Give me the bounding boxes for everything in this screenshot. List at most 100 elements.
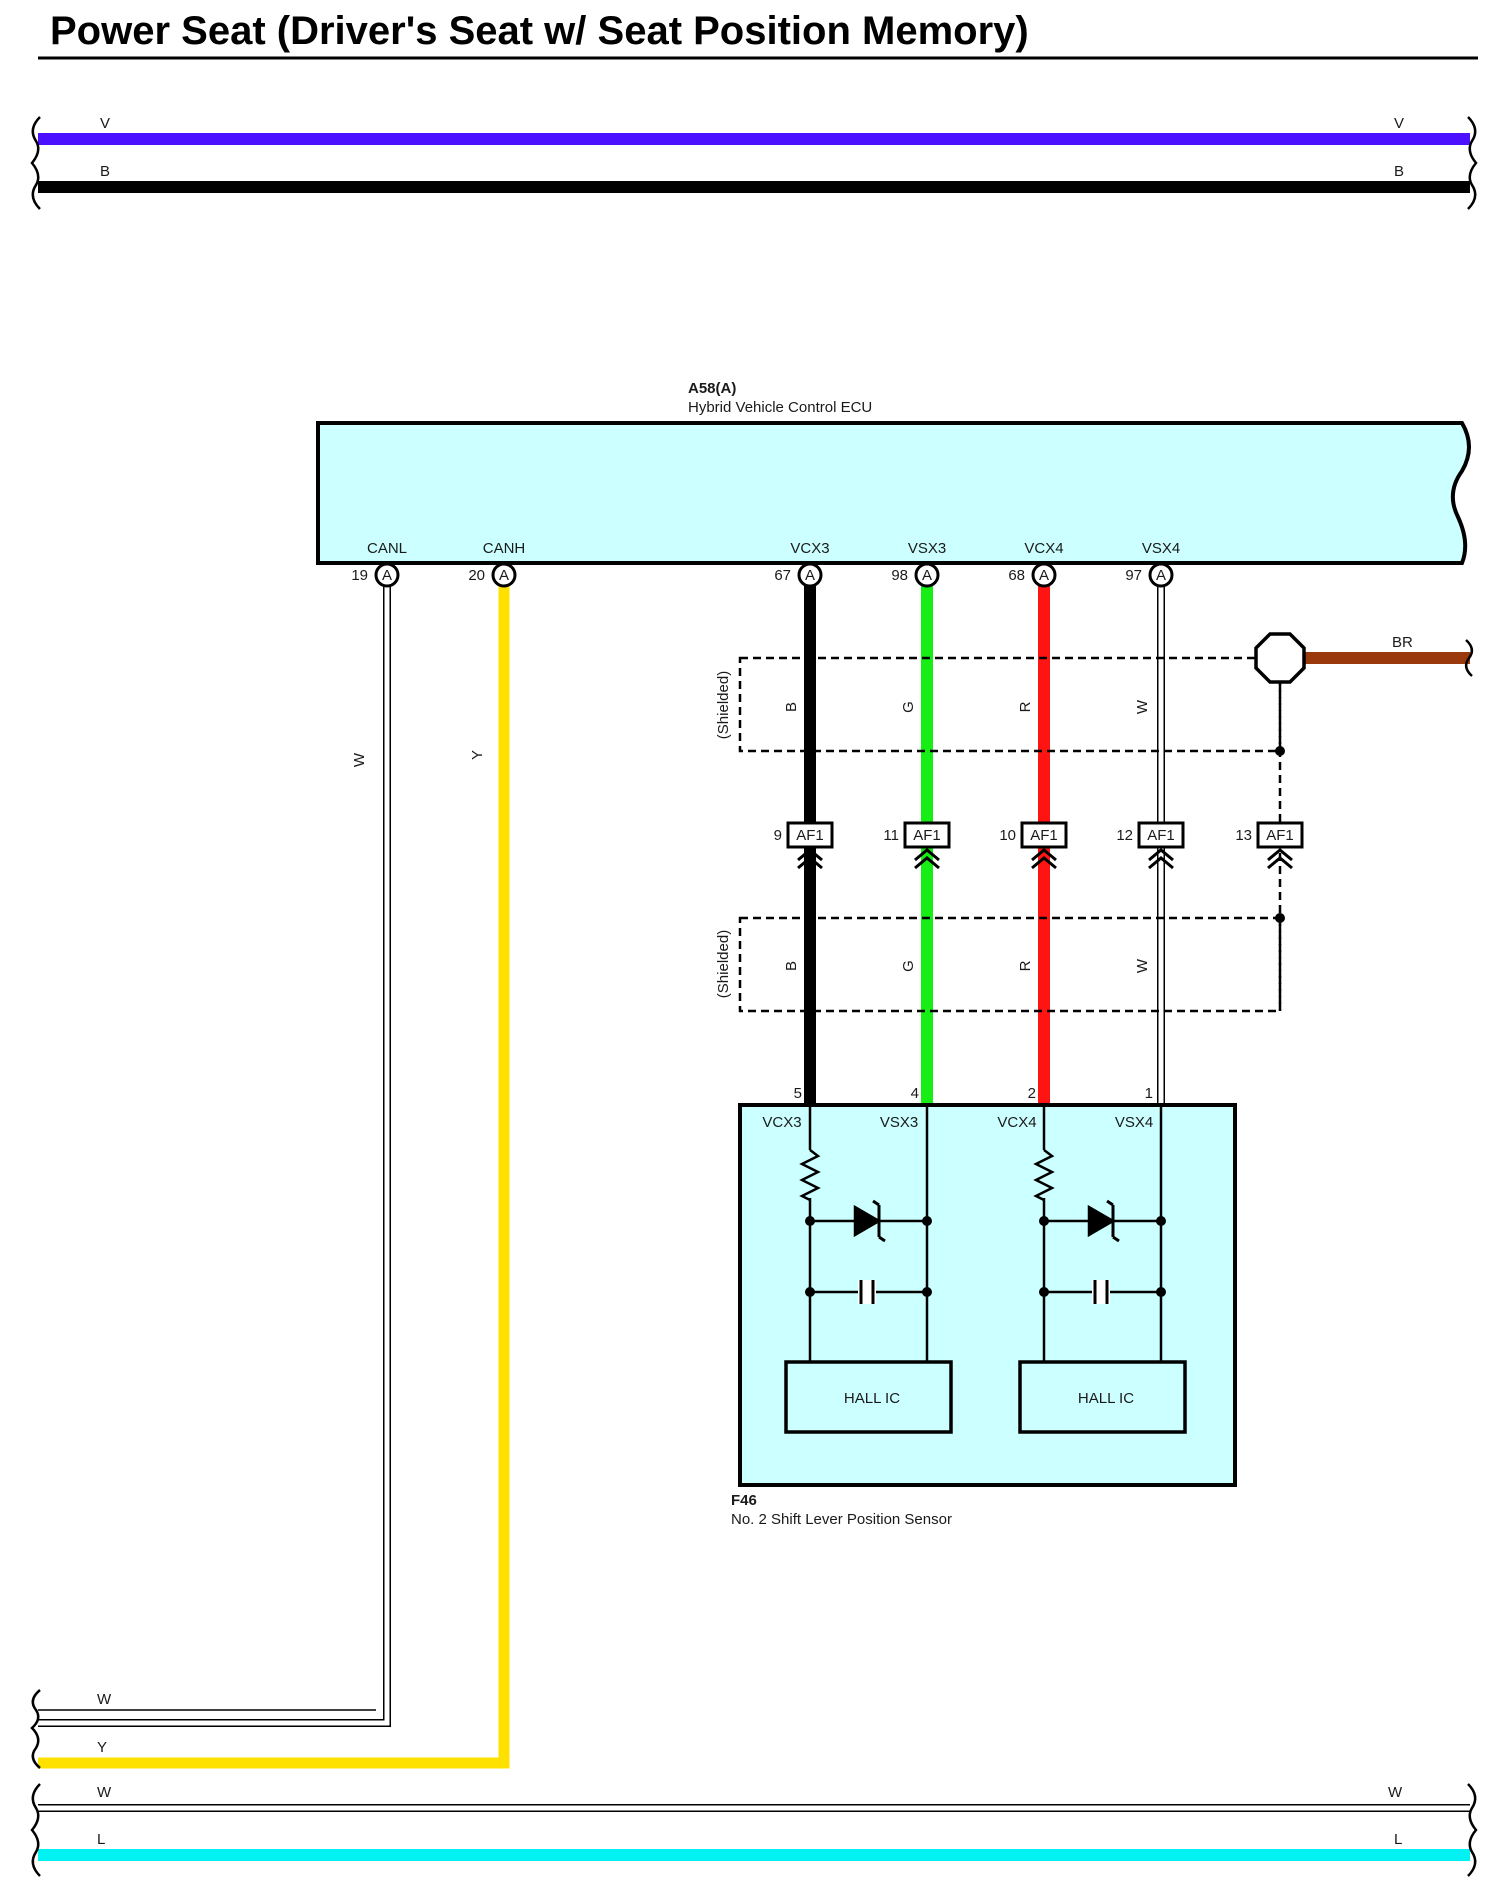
connector-af1: AF1 13 <box>1235 821 1304 870</box>
bus-label-left: L <box>97 1831 105 1848</box>
page-title: Power Seat (Driver's Seat w/ Seat Positi… <box>50 9 1029 53</box>
ecu-pin-name: VSX4 <box>1142 540 1180 557</box>
hall-ic-2: HALL IC <box>1018 1360 1187 1434</box>
ecu-pin-name: VSX3 <box>908 540 946 557</box>
wire-code-label: W <box>351 752 368 767</box>
bus-label-right: B <box>1394 163 1404 180</box>
splice-point <box>1039 1287 1049 1297</box>
connector-label: AF1 <box>1030 827 1058 844</box>
ecu-body <box>316 421 1471 565</box>
sensor-id: F46 <box>731 1492 757 1509</box>
splice-point <box>1156 1287 1166 1297</box>
ecu-id: A58(A) <box>688 380 736 397</box>
wire-canh <box>38 585 510 1769</box>
sensor-pin-number: 4 <box>911 1085 919 1102</box>
connector-af1: AF1 10 <box>999 821 1068 870</box>
sensor-f46: 5 4 2 1 VCX3 VSX3 VCX4 VSX4 <box>731 1085 1237 1528</box>
zener-diode-symbol <box>1087 1199 1120 1243</box>
ecu-pin-name: CANH <box>483 540 526 557</box>
wire-canl <box>38 585 390 1726</box>
connector-chevron <box>914 848 940 870</box>
connector-chevron <box>1148 848 1174 870</box>
terminal-number: 20 <box>468 567 485 584</box>
hall-ic-label: HALL IC <box>1078 1390 1134 1407</box>
ecu-pin-name: CANL <box>367 540 407 557</box>
wire-code-label: Y <box>97 1739 107 1756</box>
connector-label: AF1 <box>913 827 941 844</box>
terminal-letter: A <box>922 567 932 584</box>
splice-point <box>1275 913 1285 923</box>
connector-pin-number: 9 <box>774 827 782 844</box>
sensor-pin-name: VSX4 <box>1115 1114 1153 1131</box>
terminal-number: 97 <box>1125 567 1142 584</box>
shield-label: (Shielded) <box>715 930 732 998</box>
ecu-pin-name: VCX3 <box>790 540 829 557</box>
bus-label-left: B <box>100 163 110 180</box>
bus-label-right: V <box>1394 115 1404 132</box>
sensor-pin-name: VCX3 <box>762 1114 801 1131</box>
splice-point <box>805 1287 815 1297</box>
wire-code-label: W <box>97 1691 112 1708</box>
splice-point <box>1156 1216 1166 1226</box>
sensor-name: No. 2 Shift Lever Position Sensor <box>731 1511 952 1528</box>
connector-chevron <box>1031 848 1057 870</box>
connector-label: AF1 <box>796 827 824 844</box>
top-bus-v: V V <box>38 115 1470 145</box>
bottom-bus-w: W W <box>38 1784 1470 1812</box>
terminal-letter: A <box>382 567 392 584</box>
connector-pin-number: 12 <box>1116 827 1133 844</box>
break-mark-right <box>1464 639 1474 677</box>
sensor-pin-number: 1 <box>1145 1085 1153 1102</box>
top-bus-b: B B <box>38 163 1470 193</box>
splice-point <box>922 1287 932 1297</box>
hall-ic-label: HALL IC <box>844 1390 900 1407</box>
bus-label-left: V <box>100 115 110 132</box>
capacitor-symbol <box>1092 1280 1110 1304</box>
break-mark-left <box>30 1689 41 1769</box>
resistor-symbol <box>799 1149 821 1202</box>
break-mark-right <box>1467 116 1478 210</box>
connector-label: AF1 <box>1266 827 1294 844</box>
ecu-terminal: A 97 <box>1125 562 1174 588</box>
connector-label: AF1 <box>1147 827 1175 844</box>
sensor-pin-name: VSX3 <box>880 1114 918 1131</box>
terminal-letter: A <box>805 567 815 584</box>
connector-chevron <box>797 848 823 870</box>
bus-label-left: W <box>97 1784 112 1801</box>
splice-point <box>805 1216 815 1226</box>
terminal-number: 19 <box>351 567 368 584</box>
sensor-body <box>738 1103 1237 1487</box>
sensor-pin-number: 5 <box>794 1085 802 1102</box>
terminal-number: 68 <box>1008 567 1025 584</box>
terminal-letter: A <box>1156 567 1166 584</box>
sensor-pin-number: 2 <box>1028 1085 1036 1102</box>
terminal-number: 98 <box>891 567 908 584</box>
connector-af1: AF1 12 <box>1116 821 1185 870</box>
break-mark-right <box>1467 1783 1478 1877</box>
wire-code-label: B <box>783 702 800 712</box>
wire-code-label: W <box>1134 699 1151 714</box>
wire-code-label: W <box>1134 958 1151 973</box>
ecu-terminal: A 67 <box>774 562 823 588</box>
ecu-terminal: A 20 <box>468 562 517 588</box>
connector-pin-number: 10 <box>999 827 1016 844</box>
ecu-terminal: A 19 <box>351 562 400 588</box>
wire-code-label: BR <box>1392 634 1413 651</box>
shield-label: (Shielded) <box>715 671 732 739</box>
splice-point <box>1275 746 1285 756</box>
wire-code-label: Y <box>469 750 486 760</box>
connector-pin-number: 11 <box>883 827 899 844</box>
wire-code-label: G <box>900 960 917 972</box>
wire-code-label: R <box>1017 701 1034 712</box>
bottom-bus-l: L L <box>38 1831 1470 1861</box>
break-mark-left <box>30 116 41 210</box>
capacitor-symbol <box>858 1280 876 1304</box>
bus-label-right: L <box>1394 1831 1402 1848</box>
break-mark-left <box>30 1783 41 1877</box>
connector-af1: AF1 9 <box>774 821 834 870</box>
zener-diode-symbol <box>853 1199 886 1243</box>
terminal-number: 67 <box>774 567 791 584</box>
splice-point <box>922 1216 932 1226</box>
